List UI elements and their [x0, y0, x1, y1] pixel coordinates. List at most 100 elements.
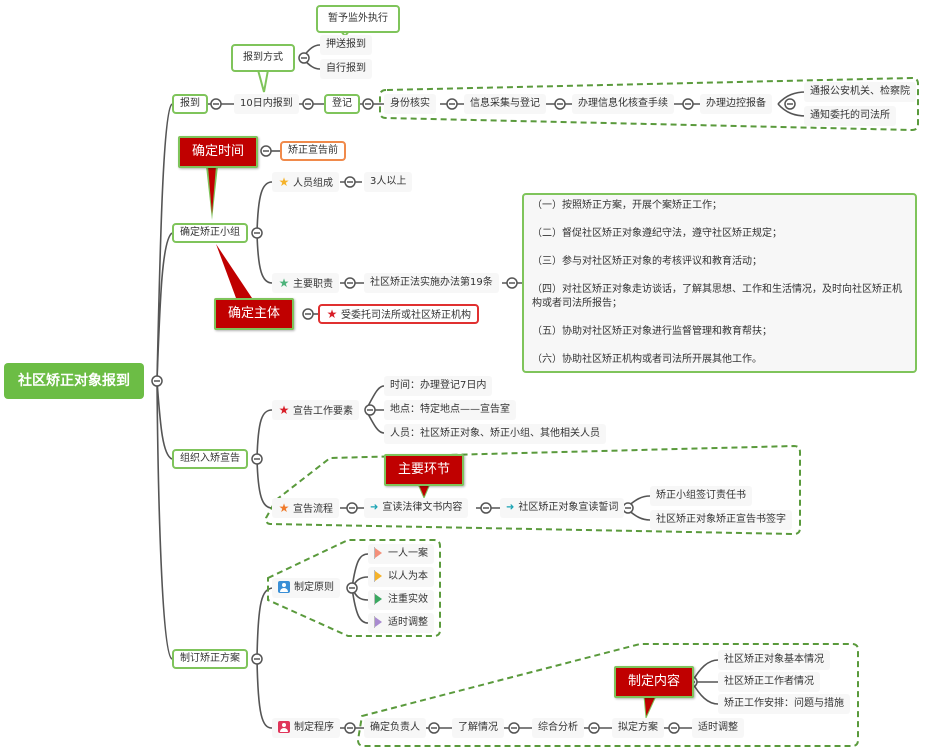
node-method-self[interactable]: 自行报到: [320, 59, 372, 79]
node-proc-draft[interactable]: 拟定方案: [612, 718, 664, 738]
node-flow-label: 宣告流程: [293, 504, 333, 515]
callout-tail-main: [417, 483, 431, 500]
node-team[interactable]: 确定矫正小组: [172, 223, 248, 243]
connector-root-report: [156, 103, 173, 382]
star-icon: ★: [278, 501, 290, 515]
flag-icon: [375, 594, 382, 604]
group-outline-register-steps: [379, 76, 919, 132]
node-element-place[interactable]: 地点：特定地点——宣告室: [384, 400, 516, 420]
star-icon: ★: [326, 307, 338, 321]
node-members[interactable]: ★人员组成: [272, 172, 339, 192]
node-flow-read-docs[interactable]: ➜宣读法律文书内容: [364, 498, 469, 518]
connector-root-plan: [156, 380, 173, 660]
group-outline-procedure: [356, 643, 859, 747]
flag-icon: [375, 617, 382, 627]
duty-item: （一）按照矫正方案，开展个案矫正工作；: [532, 200, 722, 211]
node-proc-understand[interactable]: 了解情况: [452, 718, 504, 738]
callout-report-method: 报到方式: [231, 44, 295, 72]
principle-label: 适时调整: [388, 617, 428, 628]
flag-pole: [374, 570, 375, 582]
connector-pr1: [351, 553, 369, 589]
node-principle-4[interactable]: 适时调整: [368, 613, 434, 633]
node-duties[interactable]: ★主要职责: [272, 273, 339, 293]
flag-pole: [374, 547, 375, 559]
star-icon: ★: [278, 276, 290, 290]
connector-plan-procedure: [256, 658, 273, 729]
node-step-check[interactable]: 办理信息化核查手续: [572, 94, 674, 114]
principle-label: 一人一案: [388, 548, 428, 559]
connector-announce-flow: [256, 458, 273, 509]
arrow-right-icon: ➜: [370, 502, 379, 513]
star-icon: ★: [278, 175, 290, 189]
callout-determine-time: 确定时间: [178, 136, 259, 168]
node-principle-2[interactable]: 以人为本: [368, 567, 434, 587]
node-notify-bureau[interactable]: 通知委托的司法所: [804, 106, 896, 126]
flag-icon: [375, 548, 382, 558]
node-duties-ref[interactable]: 社区矫正法实施办法第19条: [364, 273, 499, 293]
node-proc-assign[interactable]: 确定负责人: [364, 718, 426, 738]
connector-team-members: [256, 181, 273, 234]
node-proc-adjust[interactable]: 适时调整: [692, 718, 744, 738]
connector-announce-elements: [256, 409, 273, 460]
node-procedure[interactable]: 制定程序: [272, 718, 340, 738]
node-announce[interactable]: 组织入矫宣告: [172, 449, 248, 469]
node-members-value[interactable]: 3人以上: [364, 172, 413, 192]
node-step-identity[interactable]: 身份核实: [384, 94, 436, 114]
callout-tail-method: [256, 69, 270, 93]
root-node[interactable]: 社区矫正对象报到: [4, 363, 144, 399]
node-principles-label: 制定原则: [294, 582, 334, 593]
node-principle-3[interactable]: 注重实效: [368, 590, 434, 610]
person-icon: [278, 581, 290, 593]
duty-item: （五）协助对社区矫正对象进行监督管理和教育帮扶；: [532, 326, 772, 337]
callout-determine-subject: 确定主体: [214, 298, 295, 330]
arrow-right-icon: ➜: [506, 502, 515, 513]
node-principle-1[interactable]: 一人一案: [368, 544, 434, 564]
callout-tail-subject: [216, 244, 252, 298]
node-content-worker[interactable]: 社区矫正工作者情况: [718, 672, 820, 692]
node-flow-oath[interactable]: ➜社区矫正对象宣读誓词: [500, 498, 625, 518]
node-subject-label: 受委托司法所或社区矫正机构: [341, 310, 471, 321]
flag-pole: [374, 593, 375, 605]
node-time-value[interactable]: 矫正宣告前: [280, 141, 346, 161]
principle-label: 注重实效: [388, 594, 428, 605]
node-register[interactable]: 登记: [324, 94, 360, 114]
connector-root-team: [156, 232, 173, 382]
node-principles[interactable]: 制定原则: [272, 578, 340, 598]
flag-icon: [375, 571, 382, 581]
principle-label: 以人为本: [388, 571, 428, 582]
connector-pr4: [351, 587, 369, 624]
node-element-people[interactable]: 人员：社区矫正对象、矫正小组、其他相关人员: [384, 424, 606, 444]
connector-team-duties: [256, 232, 273, 284]
node-notify-police[interactable]: 通报公安机关、检察院: [804, 82, 916, 102]
node-proc-analyze[interactable]: 综合分析: [532, 718, 584, 738]
node-element-time[interactable]: 时间：办理登记7日内: [384, 376, 493, 396]
node-elements[interactable]: ★宣告工作要素: [272, 400, 359, 420]
flag-pole: [374, 616, 375, 628]
duties-list-box[interactable]: （一）按照矫正方案，开展个案矫正工作； （二）督促社区矫正对象遵纪守法，遵守社区…: [522, 193, 917, 373]
callout-main-steps: 主要环节: [384, 454, 465, 486]
node-content-subject[interactable]: 社区矫正对象基本情况: [718, 650, 830, 670]
node-procedure-label: 制定程序: [294, 722, 334, 733]
node-ten-days[interactable]: 10日内报到: [234, 94, 299, 114]
node-flow-sign-announcement[interactable]: 社区矫正对象矫正宣告书签字: [650, 510, 792, 530]
node-content-arrangement[interactable]: 矫正工作安排：问题与措施: [718, 694, 850, 714]
duty-item: （二）督促社区矫正对象遵纪守法，遵守社区矫正规定；: [532, 228, 782, 239]
node-flow-sign-responsibility[interactable]: 矫正小组签订责任书: [650, 486, 752, 506]
connector-step4-notify1: [777, 91, 807, 105]
node-plan[interactable]: 制订矫正方案: [172, 649, 248, 669]
node-subject-value[interactable]: ★受委托司法所或社区矫正机构: [318, 304, 479, 324]
duty-item: （四）对社区矫正对象走访谈话，了解其思想、工作和生活情况，及时向社区矫正机构或者…: [532, 284, 902, 309]
duty-item: （六）协助社区矫正机构或者司法所开展其他工作。: [532, 354, 762, 365]
node-flow[interactable]: ★宣告流程: [272, 498, 339, 518]
node-report[interactable]: 报到: [172, 94, 208, 114]
callout-suspend-execution: 暂予监外执行: [316, 5, 400, 33]
node-step-border[interactable]: 办理边控报备: [700, 94, 772, 114]
callout-tail-content: [643, 695, 657, 720]
node-members-label: 人员组成: [293, 178, 333, 189]
group-outline-flow: [264, 444, 801, 536]
node-method-escort[interactable]: 押送报到: [320, 35, 372, 55]
callout-tail-time-inner: [208, 166, 216, 214]
node-step-info[interactable]: 信息采集与登记: [464, 94, 546, 114]
